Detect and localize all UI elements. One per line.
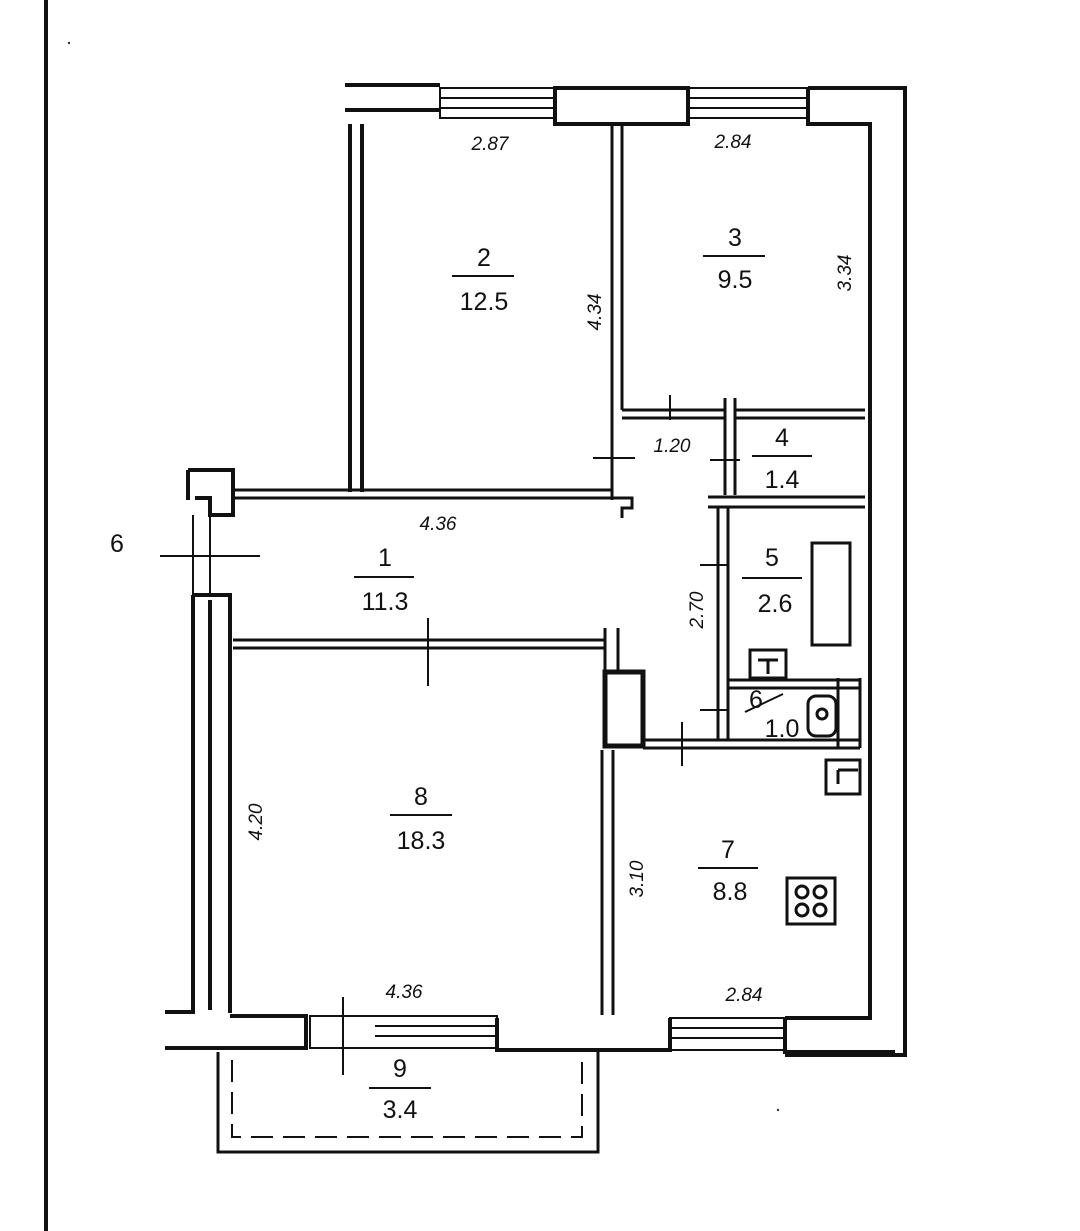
- room-9-number: 9: [393, 1055, 407, 1083]
- dim-room8-bottom: 4.36: [386, 982, 423, 1003]
- dim-room2-top: 2.87: [471, 134, 510, 155]
- room-2-number: 2: [477, 244, 491, 272]
- sink: [748, 648, 788, 680]
- bathtub: [810, 541, 852, 647]
- stove: [785, 876, 837, 926]
- room-4-area: 1.4: [765, 466, 800, 494]
- dim-room3-side: 3.34: [835, 255, 856, 292]
- room-3-area: 9.5: [718, 266, 753, 294]
- room-1-number: 1: [378, 544, 392, 572]
- dim-room8-side: 4.20: [246, 803, 267, 840]
- room-3-number: 3: [728, 224, 742, 252]
- room-6-number: 6: [749, 686, 763, 714]
- room-5-area: 2.6: [758, 590, 793, 618]
- kitchen-sink: [824, 758, 862, 796]
- speck: [67, 41, 71, 45]
- balcony-dashed: [231, 1060, 583, 1138]
- dim-room3-top: 2.84: [714, 132, 752, 153]
- room-8-area: 18.3: [397, 827, 446, 855]
- room-5-number: 5: [765, 544, 779, 572]
- toilet: [806, 694, 838, 738]
- dim-room2-side: 4.34: [585, 294, 606, 331]
- page-border-left: [44, 0, 48, 1231]
- room-4-number: 4: [775, 424, 789, 452]
- room-9-area: 3.4: [383, 1096, 418, 1124]
- fixtures: [748, 541, 862, 926]
- room-labels: 2 12.5 3 9.5 4 1.4 1 11.3 5 2.6 6 1.0 8 …: [354, 224, 812, 1124]
- dim-room7-side: 3.10: [627, 860, 648, 897]
- room-8-number: 8: [414, 783, 428, 811]
- section-marker-label: 6: [110, 530, 124, 558]
- dimension-labels: 2.87 2.84 4.34 3.34 1.20 4.36 2.70 4.20 …: [246, 132, 856, 1006]
- room-1-area: 11.3: [362, 588, 409, 616]
- room-7-area: 8.8: [713, 878, 748, 906]
- room-6-area: 1.0: [765, 715, 800, 743]
- dim-room7-bottom: 2.84: [725, 985, 763, 1006]
- room-7-number: 7: [721, 836, 735, 864]
- room-2-area: 12.5: [460, 288, 509, 316]
- interior-walls: [233, 124, 865, 1015]
- balcony-outline: [216, 1052, 600, 1154]
- outer-walls: [165, 83, 907, 1057]
- dim-corridor-width: 1.20: [654, 436, 691, 457]
- speck: [776, 1108, 780, 1112]
- door-marks: [160, 395, 740, 1075]
- dim-hall-side: 2.70: [687, 591, 708, 629]
- dim-hall-length: 4.36: [420, 514, 457, 535]
